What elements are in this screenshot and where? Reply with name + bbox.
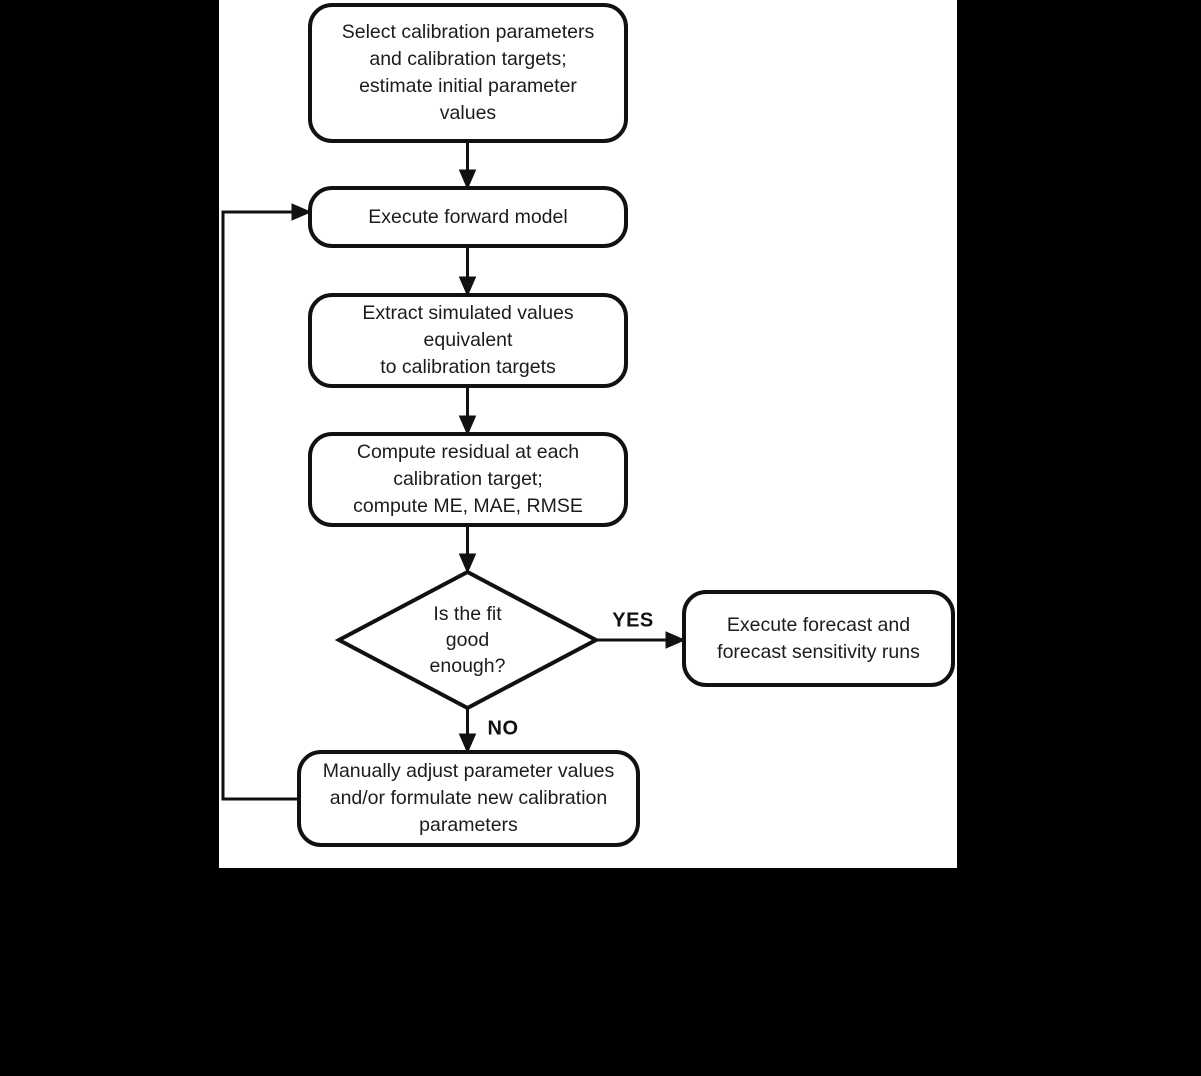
arrow-no-head xyxy=(458,733,477,754)
edge-label-yes: YES xyxy=(612,609,654,632)
node-compute-residual: Compute residual at each calibration tar… xyxy=(308,432,628,527)
flow-connectors xyxy=(221,143,686,801)
node-execute-forecast: Execute forecast and forecast sensitivit… xyxy=(682,590,955,687)
node-compute-residual-label: Compute residual at each calibration tar… xyxy=(353,441,583,517)
edge-label-no: NO xyxy=(487,717,519,740)
node-select-calibration-parameters: Select calibration parameters and calibr… xyxy=(308,3,628,143)
node-fit-decision-label: Is the fit good enough? xyxy=(429,603,506,677)
arrow-select-to-forward-head xyxy=(458,169,477,190)
decision-diamond-shape xyxy=(334,569,601,711)
node-execute-forward-model-label: Execute forward model xyxy=(368,205,568,228)
arrow-yes-head xyxy=(665,631,686,649)
loop-connector-line xyxy=(221,210,297,801)
arrow-residual-to-decision-head xyxy=(458,553,477,574)
node-manually-adjust-parameters: Manually adjust parameter values and/or … xyxy=(297,750,640,847)
arrow-forward-to-extract-head xyxy=(458,276,477,297)
node-select-calibration-parameters-label: Select calibration parameters and calibr… xyxy=(341,21,595,124)
node-execute-forecast-label: Execute forecast and forecast sensitivit… xyxy=(717,613,920,663)
arrow-extract-to-residual-head xyxy=(458,415,477,436)
flowchart-canvas: Select calibration parameters and calibr… xyxy=(219,0,957,868)
node-manually-adjust-parameters-label: Manually adjust parameter values and/or … xyxy=(322,760,615,836)
node-execute-forward-model: Execute forward model xyxy=(308,186,628,248)
node-extract-simulated-values: Extract simulated values equivalent to c… xyxy=(308,293,628,388)
node-extract-simulated-values-label: Extract simulated values equivalent to c… xyxy=(362,302,574,378)
loop-connector-head xyxy=(291,203,312,221)
node-fit-decision: Is the fit good enough? xyxy=(337,570,598,710)
